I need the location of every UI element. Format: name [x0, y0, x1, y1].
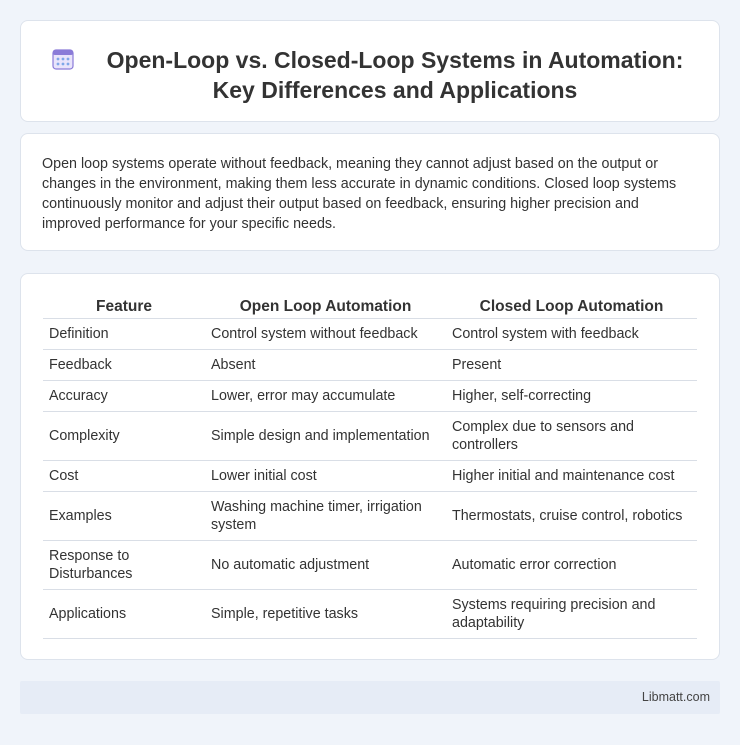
open-loop-cell: No automatic adjustment [205, 540, 446, 590]
closed-loop-cell: Higher, self-correcting [446, 380, 697, 412]
open-loop-cell: Simple design and implementation [205, 411, 446, 461]
calendar-icon [52, 49, 74, 70]
footer-site-link[interactable]: Libmatt.com [641, 690, 710, 704]
page-title: Open-Loop vs. Closed-Loop Systems in Aut… [106, 47, 684, 103]
feature-cell: Definition [43, 318, 205, 350]
open-loop-cell: Simple, repetitive tasks [205, 589, 446, 639]
open-loop-cell: Lower, error may accumulate [205, 380, 446, 412]
open-loop-cell: Washing machine timer, irrigation system [205, 491, 446, 541]
feature-cell: Applications [43, 589, 205, 639]
intro-paragraph: Open loop systems operate without feedba… [42, 156, 677, 232]
feature-cell: Complexity [43, 411, 205, 461]
table-row: Feedback Absent Present [43, 349, 697, 381]
table-header-row: Feature Open Loop Automation Closed Loop… [43, 295, 697, 319]
intro-card: Open loop systems operate without feedba… [20, 133, 720, 251]
title-card: Open-Loop vs. Closed-Loop Systems in Aut… [20, 20, 720, 122]
feature-cell: Cost [43, 460, 205, 492]
table-row: Complexity Simple design and implementat… [43, 411, 697, 461]
table-row: Accuracy Lower, error may accumulate Hig… [43, 380, 697, 412]
comparison-card: Feature Open Loop Automation Closed Loop… [20, 273, 720, 660]
comparison-table: Feature Open Loop Automation Closed Loop… [43, 295, 697, 639]
feature-cell: Examples [43, 491, 205, 541]
header-feature: Feature [43, 295, 205, 319]
closed-loop-cell: Thermostats, cruise control, robotics [446, 491, 697, 541]
open-loop-cell: Lower initial cost [205, 460, 446, 492]
closed-loop-cell: Complex due to sensors and controllers [446, 411, 697, 461]
header-closed-loop: Closed Loop Automation [446, 295, 697, 319]
feature-cell: Accuracy [43, 380, 205, 412]
closed-loop-cell: Higher initial and maintenance cost [446, 460, 697, 492]
closed-loop-cell: Automatic error correction [446, 540, 697, 590]
footer-bar: Libmatt.com [20, 681, 720, 714]
open-loop-cell: Absent [205, 349, 446, 381]
feature-cell: Feedback [43, 349, 205, 381]
feature-cell: Response to Disturbances [43, 540, 205, 590]
table-row: Response to Disturbances No automatic ad… [43, 540, 697, 590]
open-loop-cell: Control system without feedback [205, 318, 446, 350]
closed-loop-cell: Systems requiring precision and adaptabi… [446, 589, 697, 639]
table-row: Definition Control system without feedba… [43, 318, 697, 350]
closed-loop-cell: Control system with feedback [446, 318, 697, 350]
table-row: Examples Washing machine timer, irrigati… [43, 491, 697, 541]
table-row: Cost Lower initial cost Higher initial a… [43, 460, 697, 492]
closed-loop-cell: Present [446, 349, 697, 381]
table-row: Applications Simple, repetitive tasks Sy… [43, 589, 697, 639]
header-open-loop: Open Loop Automation [205, 295, 446, 319]
